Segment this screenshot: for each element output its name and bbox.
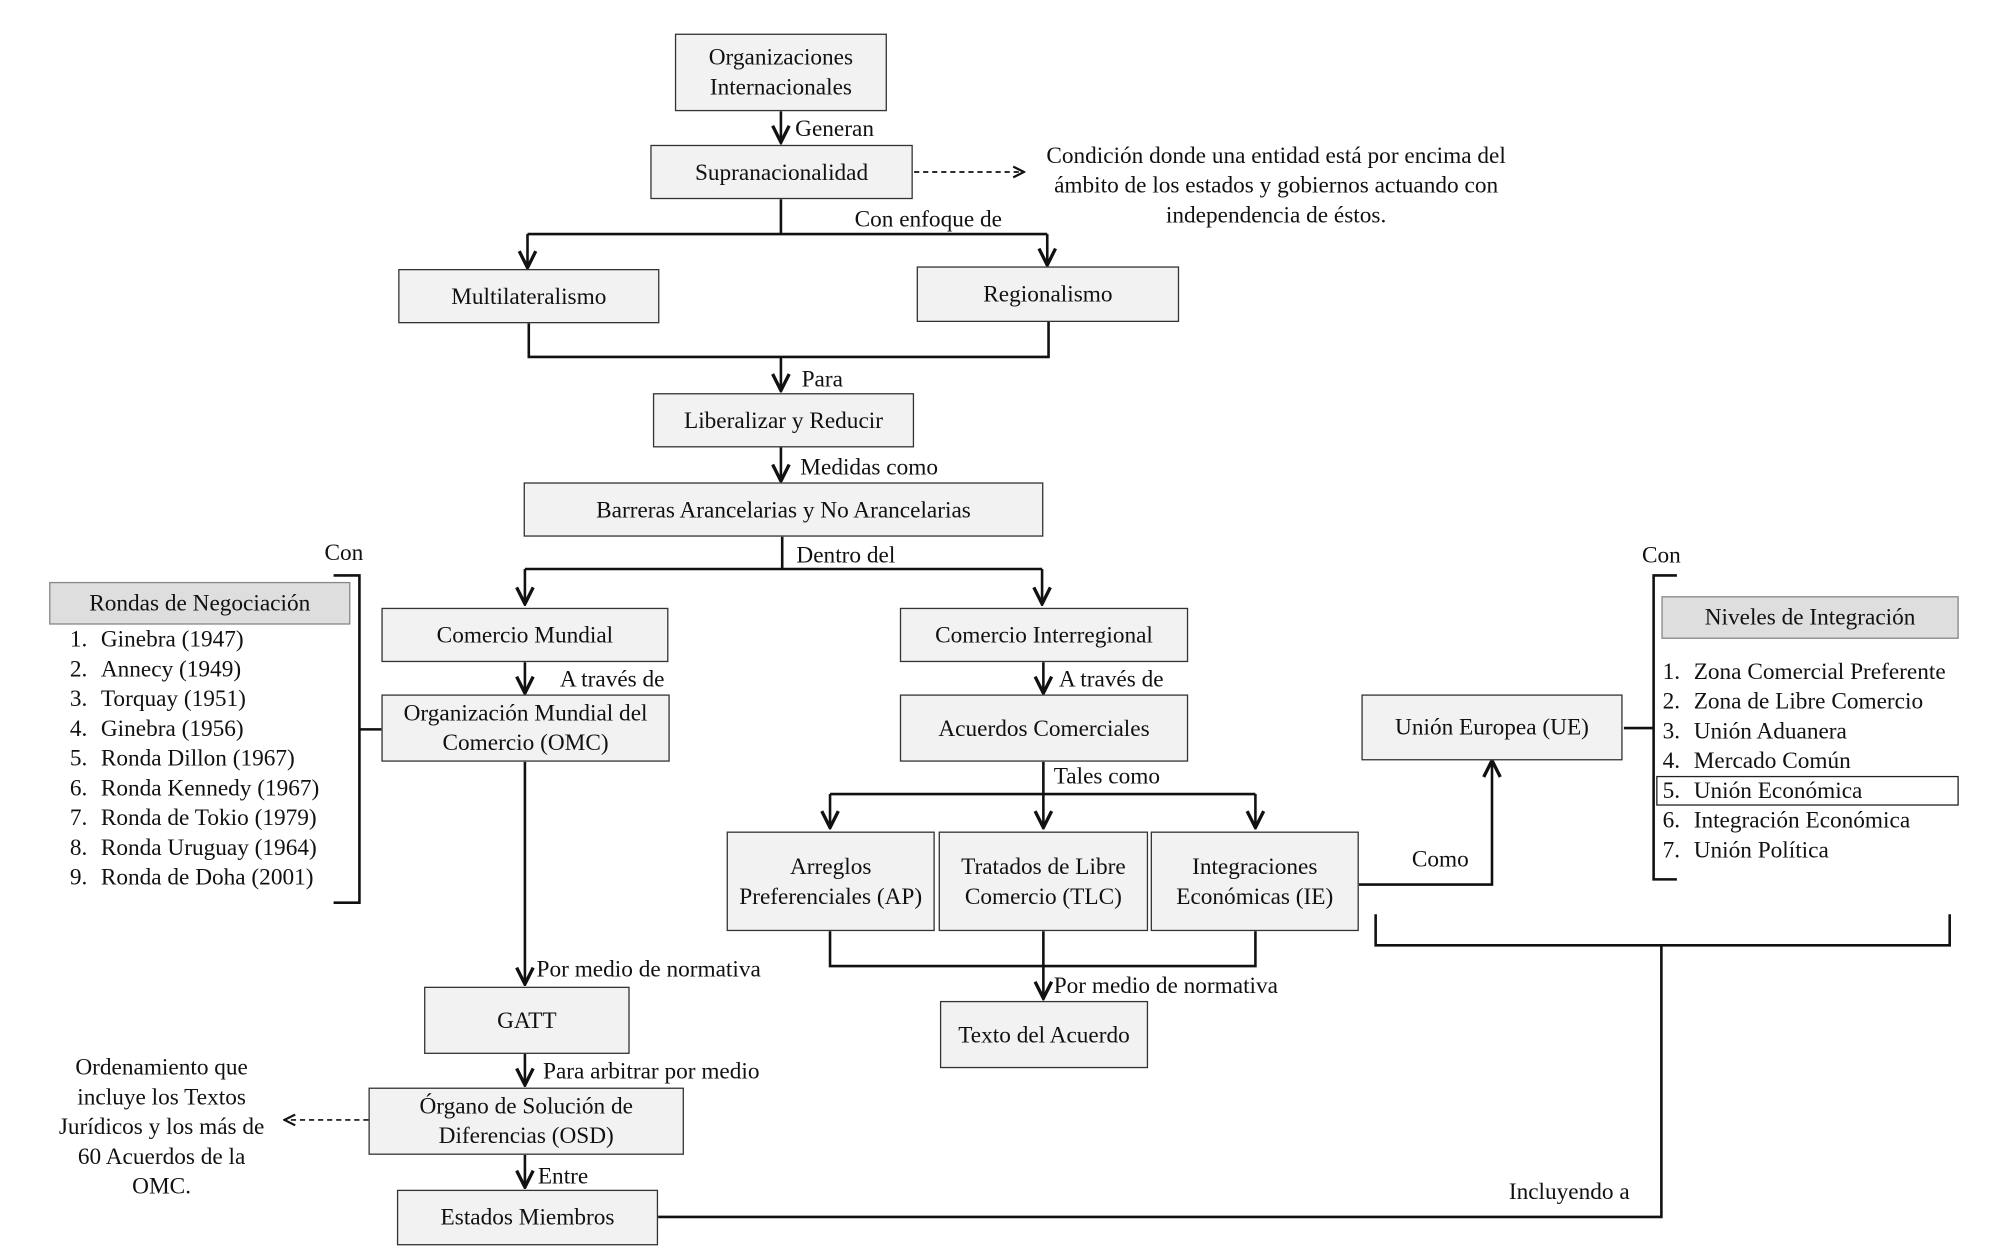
node-liberalizar-reducir: Liberalizar y Reducir — [652, 393, 915, 448]
list-item: 3.Torquay (1951) — [69, 685, 246, 712]
label-dentro-del: Dentro del — [796, 541, 896, 568]
node-tratados-libre-comercio: Tratados de Libre Comercio (TLC) — [938, 831, 1149, 932]
label-tales-como: Tales como — [1053, 762, 1161, 789]
node-regionalismo: Regionalismo — [916, 266, 1180, 323]
label-generan: Generan — [795, 115, 874, 141]
header-rondas-negociacion: Rondas de Negociación — [49, 581, 351, 625]
list-item: 1.Ginebra (1947) — [69, 625, 244, 652]
list-item: 6.Integración Económica — [1662, 806, 1911, 833]
note-osd-definicion: Ordenamiento que incluye los Textos Jurí… — [58, 1053, 265, 1199]
list-niveles-integracion: 1.Zona Comercial Preferente 2.Zona de Li… — [1656, 657, 1959, 865]
list-item: 7.Unión Política — [1662, 836, 1829, 863]
node-supranacionalidad: Supranacionalidad — [650, 144, 913, 200]
list-item: 2.Annecy (1949) — [69, 655, 242, 682]
list-item: 3.Unión Aduanera — [1662, 717, 1847, 744]
node-arreglos-preferenciales: Arreglos Preferenciales (AP) — [726, 831, 935, 932]
list-item: 7.Ronda de Tokio (1979) — [69, 804, 317, 831]
label-como: Como — [1411, 845, 1469, 872]
connector-incluyendo — [658, 945, 1663, 1219]
node-barreras: Barreras Arancelarias y No Arancelarias — [523, 482, 1044, 537]
connector-acuerdos-split — [830, 761, 1256, 796]
label-medidas-como: Medidas como — [800, 453, 938, 480]
label-para: Para — [801, 365, 843, 392]
list-item: 5.Ronda Dillon (1967) — [69, 744, 295, 771]
node-multilateralismo: Multilateralismo — [398, 268, 660, 324]
list-item: 4.Mercado Común — [1662, 747, 1851, 774]
node-acuerdos-comerciales: Acuerdos Comerciales — [899, 694, 1189, 762]
label-para-arbitrar: Para arbitrar por medio — [543, 1057, 760, 1084]
list-item: 1.Zona Comercial Preferente — [1662, 658, 1946, 685]
note-supranacionalidad-definicion: Condición donde una entidad está por enc… — [1046, 142, 1506, 228]
label-a-traves-de-acuerdos: A través de — [1058, 665, 1164, 692]
node-integraciones-economicas: Integraciones Económicas (IE) — [1150, 831, 1359, 932]
bracket-rondas — [333, 574, 382, 904]
list-item: 2.Zona de Libre Comercio — [1662, 687, 1924, 714]
connector-merge — [527, 322, 1050, 359]
node-osd: Órgano de Solución de Diferencias (OSD) — [368, 1087, 684, 1155]
label-por-medio-de-normativa-gatt: Por medio de normativa — [536, 955, 761, 982]
bracket-niveles — [1623, 574, 1677, 881]
list-item-highlighted: 5.Unión Económica — [1656, 775, 1959, 806]
label-a-traves-de-omc: A través de — [559, 665, 665, 692]
label-incluyendo-a: Incluyendo a — [1508, 1178, 1630, 1204]
node-estados-miembros: Estados Miembros — [396, 1189, 659, 1246]
list-item: 4.Ginebra (1956) — [69, 715, 244, 742]
list-item: 6.Ronda Kennedy (1967) — [69, 774, 320, 801]
label-entre: Entre — [537, 1162, 589, 1189]
node-comercio-interregional: Comercio Interregional — [899, 607, 1189, 663]
list-item: 9.Ronda de Doha (2001) — [69, 863, 314, 890]
header-niveles-integracion: Niveles de Integración — [1661, 596, 1959, 639]
list-item: 8.Ronda Uruguay (1964) — [69, 834, 317, 860]
node-gatt: GATT — [424, 986, 630, 1054]
connector-ie-to-ue — [1358, 760, 1492, 886]
bracket-bottom-right — [1374, 914, 1951, 947]
label-con-rondas: Con — [324, 539, 364, 566]
node-comercio-mundial: Comercio Mundial — [381, 607, 669, 663]
node-organizaciones-internacionales: Organizaciones Internacionales — [674, 33, 887, 112]
connector-supra-split — [527, 199, 1048, 236]
node-union-europea: Unión Europea (UE) — [1361, 694, 1623, 761]
label-con-niveles: Con — [1641, 541, 1681, 568]
label-por-medio-de-normativa-texto: Por medio de normativa — [1053, 972, 1278, 999]
connector-barreras-split — [524, 536, 1043, 571]
node-omc: Organización Mundial del Comercio (OMC) — [381, 694, 670, 762]
list-rondas-negociacion: 1.Ginebra (1947) 2.Annecy (1949) 3.Torqu… — [70, 625, 319, 893]
node-texto-acuerdo: Texto del Acuerdo — [939, 1000, 1149, 1069]
label-con-enfoque-de: Con enfoque de — [854, 205, 1002, 232]
